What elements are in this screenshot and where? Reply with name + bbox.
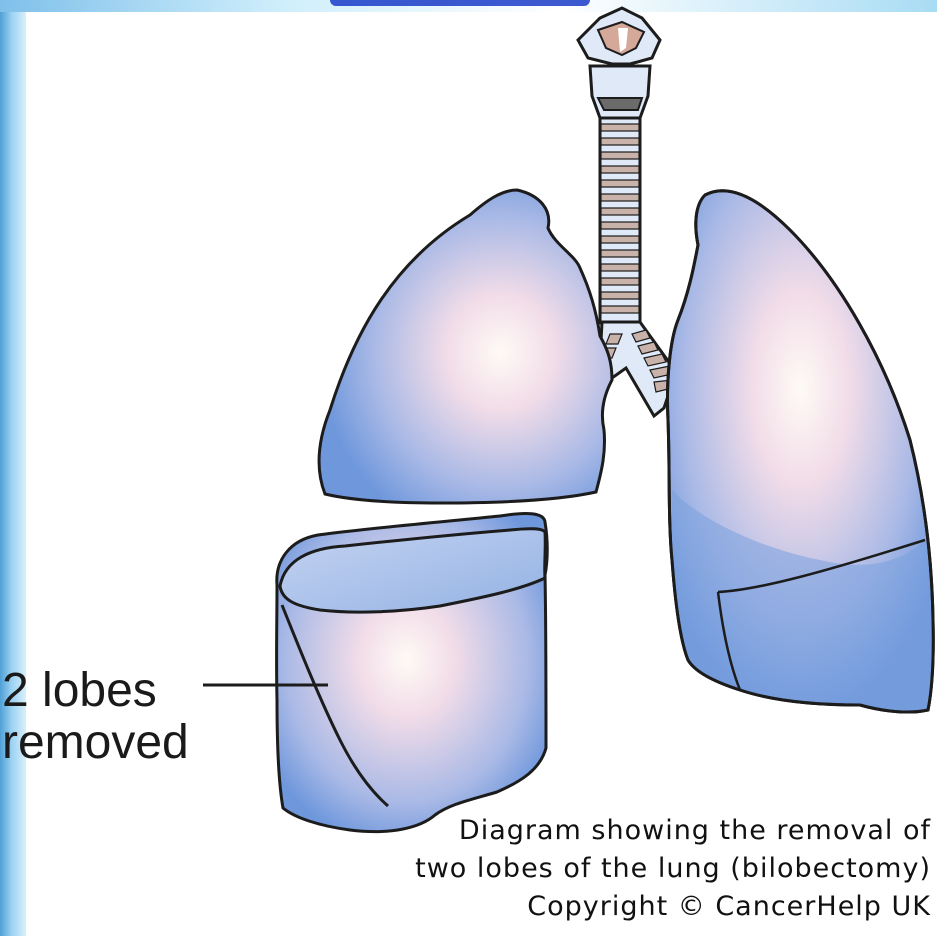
right-lung-upper-lobe [319,190,612,503]
label-line-1: 2 lobes [2,665,189,717]
caption-line-2: two lobes of the lung (bilobectomy) [415,850,931,888]
removed-lobes-block [277,514,548,832]
caption-line-3: Copyright © CancerHelp UK [415,888,931,926]
caption-line-1: Diagram showing the removal of [415,812,931,850]
removed-lobes-label: 2 lobes removed [2,665,189,769]
diagram-caption: Diagram showing the removal of two lobes… [415,812,931,926]
label-line-2: removed [2,717,189,769]
left-lung [667,191,933,712]
